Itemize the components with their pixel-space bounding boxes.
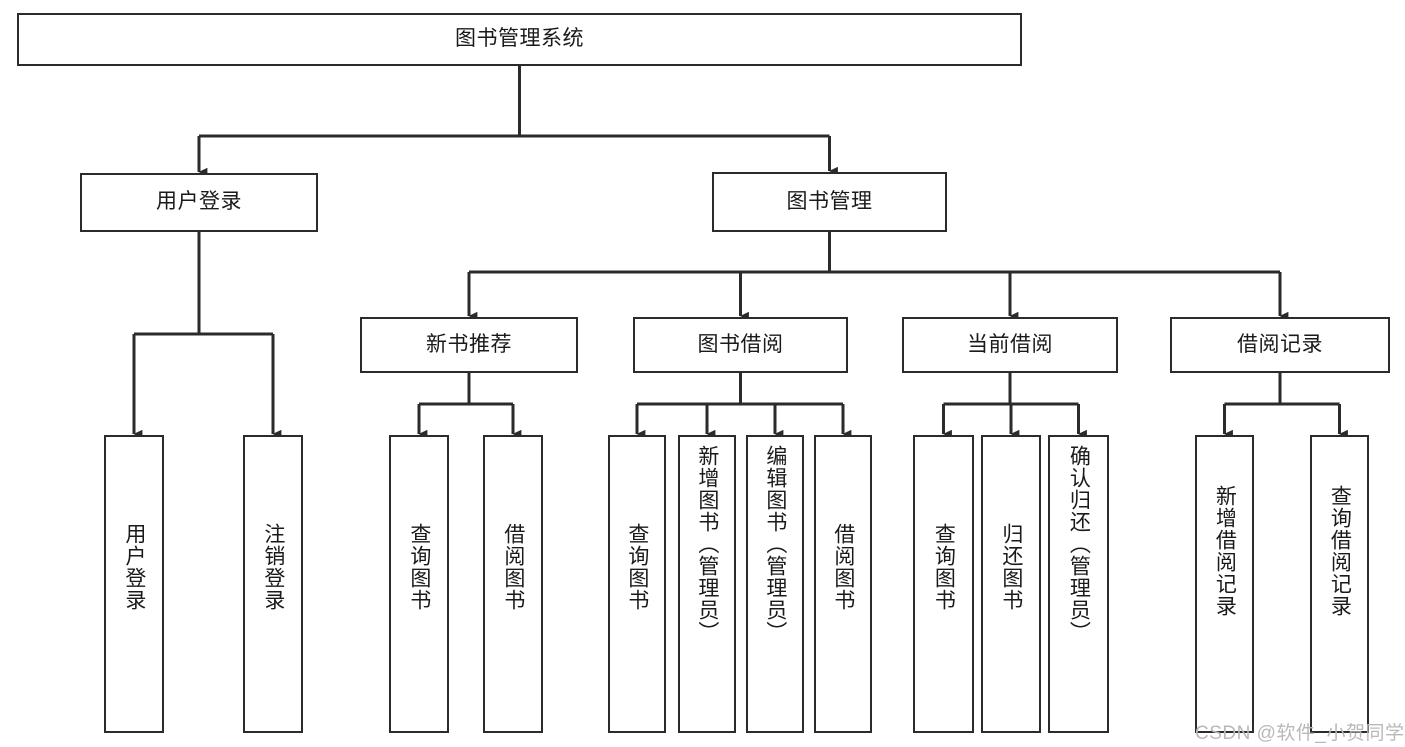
- connector-lines: [132, 66, 1348, 439]
- node-label: 归还图书: [999, 523, 1023, 611]
- node-label: 图书管理: [786, 189, 873, 213]
- leaf-add-book[interactable]: 新增图书（管理员）: [678, 435, 736, 733]
- node-label: 用户登录: [156, 190, 242, 214]
- node-label: 新增图书（管理员）: [695, 445, 719, 643]
- leaf-edit-book[interactable]: 编辑图书（管理员）: [746, 435, 804, 733]
- node-label-wrap: 编辑图书（管理员）: [748, 445, 802, 643]
- book-borrow[interactable]: 图书借阅: [633, 317, 848, 373]
- node-label: 借阅图书: [831, 523, 855, 611]
- leaf-query-record[interactable]: 查询借阅记录: [1310, 435, 1369, 733]
- leaf-borrow-book-1[interactable]: 借阅图书: [483, 435, 543, 733]
- node-label: 借阅记录: [1237, 332, 1323, 356]
- node-label: 当前借阅: [967, 332, 1053, 356]
- leaf-user-login[interactable]: 用户登录: [104, 435, 164, 733]
- node-label-wrap: 确认归还（管理员）: [1050, 445, 1107, 643]
- node-label-wrap: 新增图书（管理员）: [680, 445, 734, 643]
- leaf-add-record[interactable]: 新增借阅记录: [1195, 435, 1254, 733]
- node-label-wrap: 查询图书: [391, 523, 447, 611]
- node-label: 新增借阅记录: [1213, 485, 1237, 617]
- node-label: 查询图书: [625, 523, 649, 611]
- leaf-query-book-1[interactable]: 查询图书: [389, 435, 449, 733]
- leaf-borrow-book-2[interactable]: 借阅图书: [814, 435, 872, 733]
- leaf-user-logout[interactable]: 注销登录: [243, 435, 303, 733]
- node-label-wrap: 查询图书: [915, 523, 972, 611]
- current-borrow[interactable]: 当前借阅: [902, 317, 1118, 373]
- node-label: 图书管理系统: [455, 27, 584, 51]
- node-label: 用户登录: [122, 523, 146, 611]
- node-label-wrap: 注销登录: [245, 523, 301, 611]
- node-label: 注销登录: [261, 523, 285, 611]
- node-label-wrap: 归还图书: [983, 523, 1039, 611]
- node-label: 借阅图书: [501, 523, 525, 611]
- leaf-query-book-2[interactable]: 查询图书: [608, 435, 666, 733]
- leaf-return-book[interactable]: 归还图书: [981, 435, 1041, 733]
- node-label: 新书推荐: [426, 332, 512, 356]
- node-label-wrap: 用户登录: [106, 523, 162, 611]
- borrow-record[interactable]: 借阅记录: [1170, 317, 1390, 373]
- node-label: 图书借阅: [697, 332, 784, 356]
- new-book-rec[interactable]: 新书推荐: [360, 317, 578, 373]
- root[interactable]: 图书管理系统: [17, 13, 1022, 66]
- node-label-wrap: 借阅图书: [816, 523, 870, 611]
- node-label: 查询借阅记录: [1328, 485, 1352, 617]
- node-label: 查询图书: [407, 523, 431, 611]
- leaf-query-book-3[interactable]: 查询图书: [913, 435, 974, 733]
- node-label-wrap: 新增借阅记录: [1197, 485, 1252, 617]
- node-label-wrap: 查询图书: [610, 523, 664, 611]
- node-label: 查询图书: [932, 523, 956, 611]
- node-label: 编辑图书（管理员）: [763, 445, 787, 643]
- user-login[interactable]: 用户登录: [80, 173, 318, 232]
- leaf-confirm-return[interactable]: 确认归还（管理员）: [1048, 435, 1109, 733]
- node-label: 确认归还（管理员）: [1067, 445, 1091, 643]
- book-manage[interactable]: 图书管理: [712, 172, 947, 232]
- node-label-wrap: 查询借阅记录: [1312, 485, 1367, 617]
- node-label-wrap: 借阅图书: [485, 523, 541, 611]
